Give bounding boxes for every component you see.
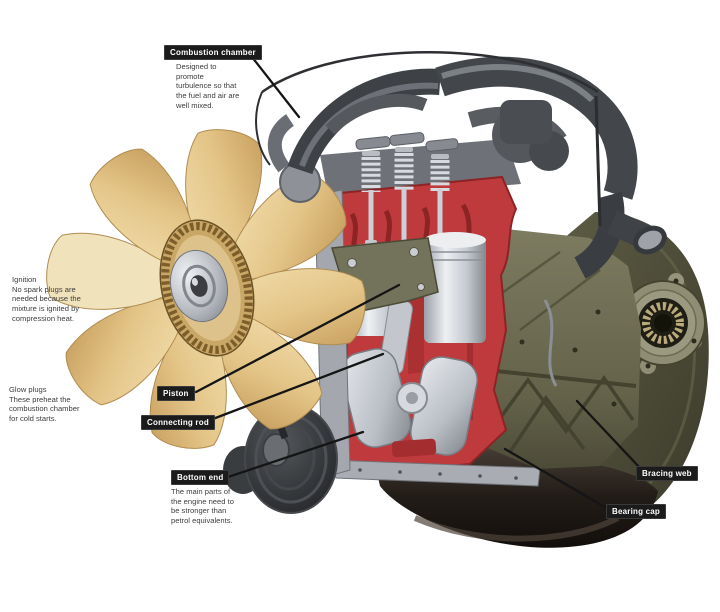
leader-connecting-rod — [203, 352, 385, 424]
leader-combustion-chamber — [250, 55, 301, 119]
note-combustion-chamber: Designed to promote turbulence so that t… — [176, 62, 240, 110]
label-combustion-chamber: Combustion chamber — [164, 45, 262, 60]
leader-piston — [194, 283, 401, 394]
leader-bearing-cap — [503, 447, 612, 512]
crankshaft — [340, 299, 478, 458]
throttle-cable — [261, 51, 599, 94]
label-connecting-rod: Connecting rod — [141, 415, 215, 430]
note-ignition: Ignition No spark plugs are needed becau… — [12, 275, 81, 323]
valve-springs — [355, 132, 459, 251]
leader-lines — [194, 55, 643, 512]
label-piston: Piston — [157, 386, 195, 401]
label-bottom-end: Bottom end — [171, 470, 230, 485]
label-bracing-web: Bracing web — [636, 466, 698, 481]
leader-bracing-web — [575, 399, 643, 471]
label-bearing-cap: Bearing cap — [606, 504, 666, 519]
intake-manifold-pipes — [255, 51, 667, 279]
note-glow-plugs: Glow plugs These preheat the combustion … — [9, 385, 80, 424]
note-bottom-end: The main parts of the engine need to be … — [171, 487, 234, 526]
fan-hub — [169, 249, 229, 323]
leader-bottom-end — [226, 430, 365, 479]
rocker-arms — [355, 132, 459, 152]
